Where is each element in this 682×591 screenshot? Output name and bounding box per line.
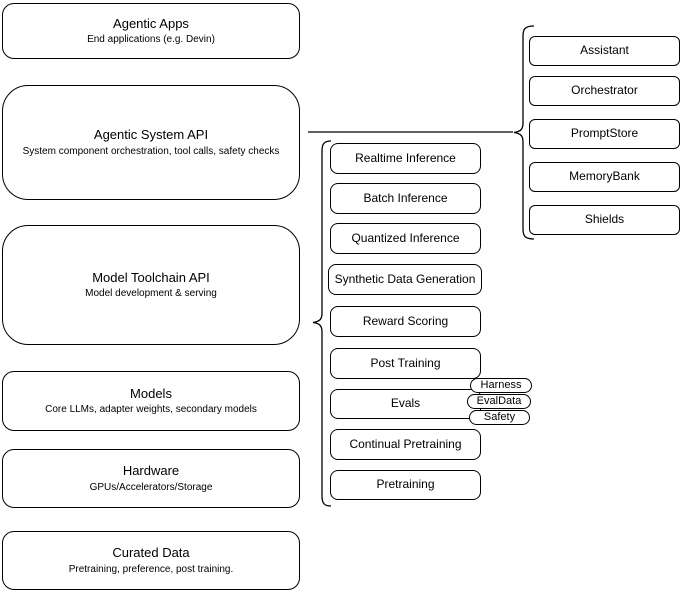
node-shields: Shields <box>529 205 680 235</box>
node-promptstore: PromptStore <box>529 119 680 149</box>
node-hardware: Hardware GPUs/Accelerators/Storage <box>2 449 300 508</box>
node-orchestrator: Orchestrator <box>529 76 680 106</box>
node-subtitle: Core LLMs, adapter weights, secondary mo… <box>45 404 257 416</box>
node-synthetic-data-generation: Synthetic Data Generation <box>328 264 482 295</box>
node-post-training: Post Training <box>330 348 481 379</box>
node-subtitle: End applications (e.g. Devin) <box>87 34 215 46</box>
node-quantized-inference: Quantized Inference <box>330 223 481 254</box>
node-continual-pretraining: Continual Pretraining <box>330 429 481 460</box>
node-subtitle: GPUs/Accelerators/Storage <box>89 481 213 493</box>
node-title: Hardware <box>122 463 180 479</box>
node-title: Agentic Apps <box>113 15 189 31</box>
node-label: Shields <box>584 212 625 227</box>
node-agentic-system-api: Agentic System API System component orch… <box>2 85 300 200</box>
node-label: Evals <box>390 396 421 411</box>
node-reward-scoring: Reward Scoring <box>330 306 481 337</box>
tag-evaldata: EvalData <box>467 394 531 409</box>
node-label: Quantized Inference <box>351 230 460 245</box>
node-assistant: Assistant <box>529 36 680 66</box>
node-label: Realtime Inference <box>355 150 456 165</box>
node-label: Reward Scoring <box>362 313 449 328</box>
node-label: Synthetic Data Generation <box>334 271 476 286</box>
node-label: Pretraining <box>376 477 435 492</box>
node-batch-inference: Batch Inference <box>330 183 481 214</box>
node-subtitle: Model development & serving <box>85 288 217 300</box>
tag-label: EvalData <box>476 395 522 408</box>
node-agentic-apps: Agentic Apps End applications (e.g. Devi… <box>2 3 300 59</box>
node-label: Continual Pretraining <box>349 436 462 451</box>
node-label: Orchestrator <box>571 83 638 98</box>
node-evals: Evals <box>330 389 481 419</box>
node-subtitle: System component orchestration, tool cal… <box>22 145 280 157</box>
tag-safety: Safety <box>469 410 530 425</box>
brace-middle-icon <box>312 140 332 507</box>
node-realtime-inference: Realtime Inference <box>330 143 481 174</box>
node-models: Models Core LLMs, adapter weights, secon… <box>2 371 300 431</box>
node-subtitle: Pretraining, preference, post training. <box>68 563 234 575</box>
tag-label: Safety <box>483 411 516 424</box>
node-title: Models <box>130 385 172 401</box>
node-model-toolchain-api: Model Toolchain API Model development & … <box>2 225 300 345</box>
node-title: Curated Data <box>112 545 190 561</box>
node-label: MemoryBank <box>569 169 640 184</box>
node-label: PromptStore <box>570 126 639 141</box>
node-title: Model Toolchain API <box>92 269 210 285</box>
node-label: Post Training <box>370 355 441 370</box>
node-label: Batch Inference <box>363 190 448 205</box>
tag-harness: Harness <box>470 378 532 393</box>
node-label: Assistant <box>580 43 629 58</box>
tag-label: Harness <box>480 379 522 392</box>
node-memorybank: MemoryBank <box>529 162 680 192</box>
node-pretraining: Pretraining <box>330 470 481 500</box>
node-curated-data: Curated Data Pretraining, preference, po… <box>2 531 300 590</box>
node-title: Agentic System API <box>93 127 209 143</box>
